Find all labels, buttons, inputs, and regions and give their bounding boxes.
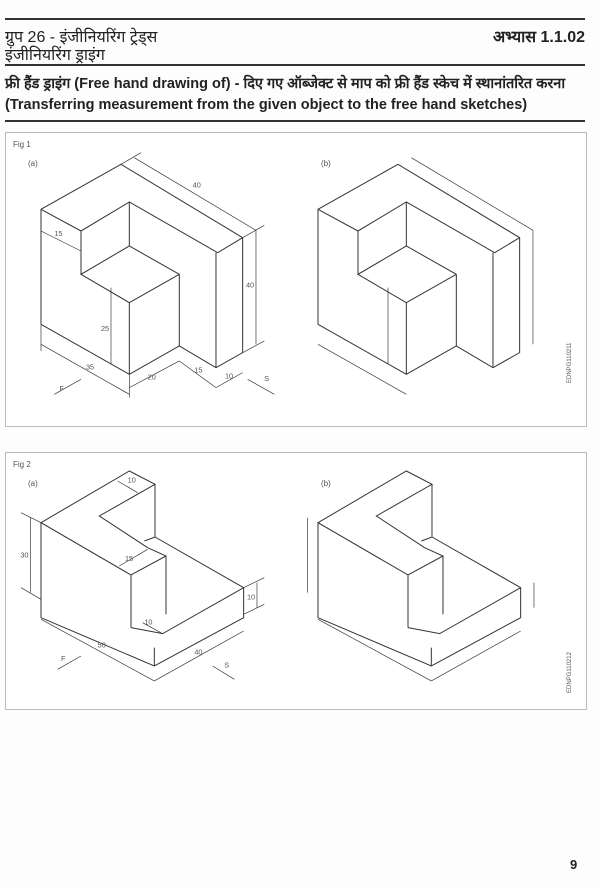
figure-1: Fig 1 (a) (b) EDNPG110211 — [5, 132, 587, 427]
fig1-label: Fig 1 — [13, 140, 31, 149]
dim-total-height: 40 — [246, 281, 254, 290]
dim-front: 35 — [86, 362, 94, 371]
divider — [5, 64, 585, 66]
divider — [5, 120, 585, 122]
fig2b-label: (b) — [321, 479, 331, 488]
fig2a-label: (a) — [28, 479, 38, 488]
dim-base-height: 10 — [247, 592, 255, 601]
figure-2: Fig 2 (a) (b) EDNPG110212 10 — [5, 452, 587, 710]
dim-box-width: 20 — [148, 372, 156, 381]
fig2a-drawing: 10 15 30 10 10 50 40 F S — [20, 470, 265, 682]
divider — [5, 18, 585, 20]
fig2b-drawing — [306, 470, 535, 682]
front-mark: F — [59, 384, 64, 393]
dim-box-height: 25 — [101, 324, 109, 333]
dim-right: 10 — [225, 371, 233, 380]
dim-top: 40 — [193, 181, 201, 190]
page-number: 9 — [570, 857, 578, 872]
exercise-title-english: (Transferring measurement from the given… — [5, 97, 528, 113]
subject-title: इंजीनियरिंग ड्राइंग — [5, 47, 105, 64]
dim-left-width: 15 — [54, 229, 62, 238]
fig2-label: Fig 2 — [13, 460, 31, 469]
side-mark: S — [264, 374, 269, 383]
dim-height: 30 — [20, 551, 28, 560]
fig1b-drawing — [317, 157, 534, 395]
dim-top-width: 10 — [128, 476, 136, 485]
fig1b-label: (b) — [321, 159, 331, 168]
dim-side: 40 — [194, 647, 202, 656]
fig1a-label: (a) — [28, 159, 38, 168]
dim-front: 50 — [98, 641, 106, 650]
fig2-code: EDNPG110212 — [567, 651, 573, 693]
exercise-title-hindi: फ्री हैंड ड्राइंग (Free hand drawing of)… — [5, 76, 566, 92]
front-mark: F — [61, 654, 66, 663]
fig1a-drawing: 40 15 25 40 35 20 15 10 F S — [40, 152, 275, 398]
exercise-number: अभ्यास 1.1.02 — [492, 29, 585, 46]
dim-slot: 10 — [144, 617, 152, 626]
fig1-code: EDNPG110211 — [567, 342, 573, 383]
side-mark: S — [224, 661, 229, 670]
group-title: ग्रुप 26 - इंजीनियरिंग ट्रेड्स — [5, 29, 158, 46]
dim-step: 15 — [194, 366, 202, 375]
dim-mid-width: 15 — [125, 554, 133, 563]
